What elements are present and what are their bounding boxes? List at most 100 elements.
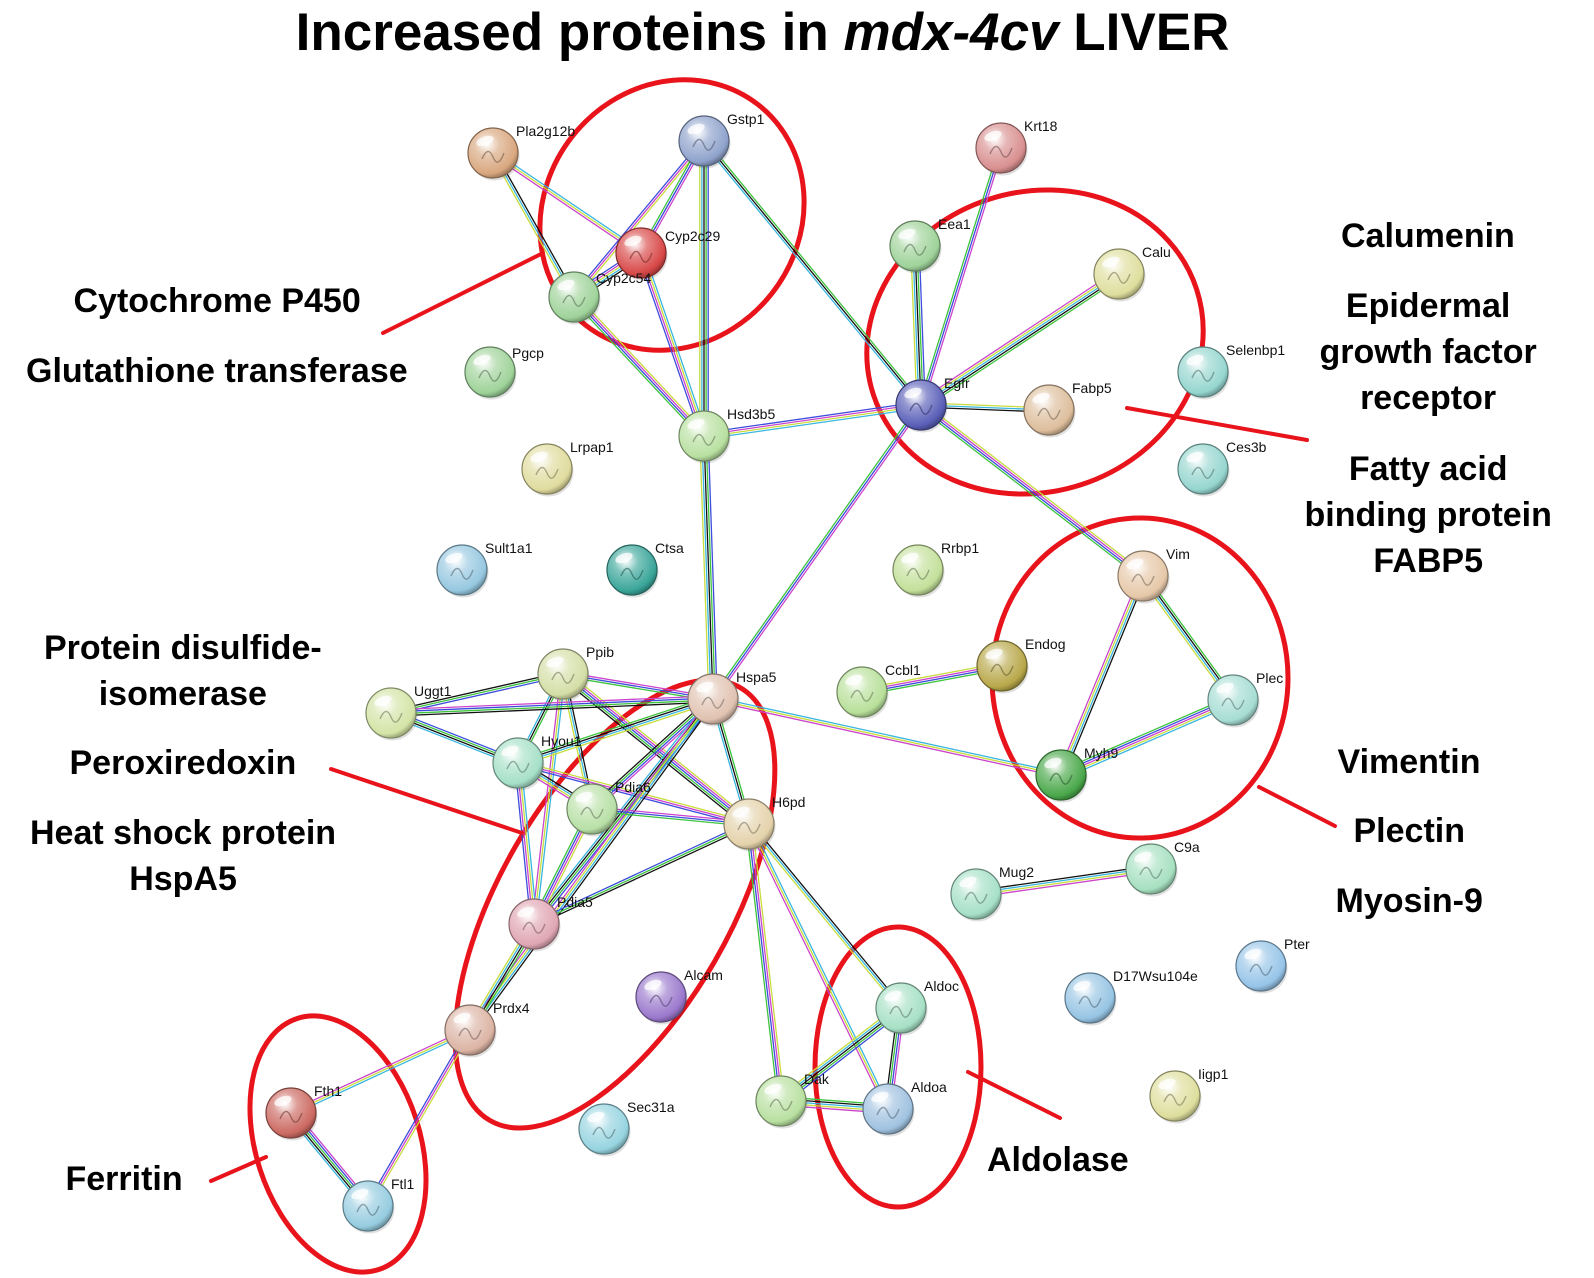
protein-node-sphere[interactable] — [678, 115, 730, 167]
protein-node-sphere[interactable] — [548, 271, 600, 323]
protein-node-sphere[interactable] — [467, 127, 519, 179]
node-label-eea1: Eea1 — [938, 216, 971, 232]
protein-node-sphere[interactable] — [1177, 443, 1229, 495]
node-fth1[interactable]: Fth1 — [265, 1083, 342, 1141]
protein-node-sphere[interactable] — [342, 1180, 394, 1232]
protein-node-sphere[interactable] — [464, 346, 516, 398]
node-ppib[interactable]: Ppib — [537, 644, 614, 702]
node-label-fabp5: Fabp5 — [1072, 380, 1112, 396]
protein-node-sphere[interactable] — [1125, 843, 1177, 895]
protein-node-sphere[interactable] — [950, 868, 1002, 920]
node-h6pd[interactable]: H6pd — [723, 794, 805, 852]
node-sult1a1[interactable]: Sult1a1 — [436, 540, 533, 598]
node-uggt1[interactable]: Uggt1 — [365, 683, 452, 741]
node-d17wsu104e[interactable]: D17Wsu104e — [1064, 968, 1198, 1026]
node-krt18[interactable]: Krt18 — [975, 118, 1058, 176]
protein-node-sphere[interactable] — [606, 544, 658, 596]
protein-node-sphere[interactable] — [1117, 550, 1169, 602]
node-ces3b[interactable]: Ces3b — [1177, 439, 1267, 497]
protein-node-sphere[interactable] — [687, 673, 739, 725]
node-vim[interactable]: Vim — [1117, 546, 1190, 604]
protein-node-sphere[interactable] — [755, 1075, 807, 1127]
annotation-pointer-line — [1125, 406, 1309, 442]
protein-node-sphere[interactable] — [678, 410, 730, 462]
protein-node-sphere[interactable] — [875, 982, 927, 1034]
protein-node-sphere[interactable] — [1177, 346, 1229, 398]
protein-node-sphere[interactable] — [892, 544, 944, 596]
protein-node-sphere[interactable] — [1035, 749, 1087, 801]
protein-node-sphere[interactable] — [521, 443, 573, 495]
node-rrbp1[interactable]: Rrbp1 — [892, 540, 979, 598]
node-selenbp1[interactable]: Selenbp1 — [1177, 342, 1285, 400]
node-cyp2c29[interactable]: Cyp2c29 — [615, 227, 720, 281]
protein-node-sphere[interactable] — [265, 1087, 317, 1139]
node-pla2g12b[interactable]: Pla2g12b — [467, 123, 575, 181]
edge-h6pd-aldoc — [746, 822, 904, 1010]
edge-gstp1-egfr — [701, 139, 924, 407]
node-endog[interactable]: Endog — [976, 636, 1065, 694]
node-hyou1[interactable]: Hyou1 — [492, 733, 582, 791]
protein-node-sphere[interactable] — [537, 648, 589, 700]
protein-node-sphere[interactable] — [862, 1083, 914, 1135]
protein-node-sphere[interactable] — [1235, 940, 1287, 992]
protein-node-sphere[interactable] — [1149, 1070, 1201, 1122]
node-calu[interactable]: Calu — [1093, 244, 1171, 302]
node-hsd3b5[interactable]: Hsd3b5 — [678, 406, 775, 464]
node-label-dak: Dak — [804, 1071, 830, 1087]
node-aldoa[interactable]: Aldoa — [862, 1079, 947, 1137]
node-pter[interactable]: Pter — [1235, 936, 1310, 994]
protein-node-sphere[interactable] — [508, 898, 560, 950]
protein-node-sphere[interactable] — [436, 544, 488, 596]
protein-node-sphere[interactable] — [1207, 674, 1259, 726]
protein-node-sphere[interactable] — [836, 666, 888, 718]
protein-node-sphere[interactable] — [723, 798, 775, 850]
node-label-mug2: Mug2 — [999, 864, 1034, 880]
node-egfr[interactable]: Egfr — [895, 375, 970, 433]
node-gstp1[interactable]: Gstp1 — [678, 111, 765, 169]
node-aldoc[interactable]: Aldoc — [875, 978, 959, 1036]
node-mug2[interactable]: Mug2 — [950, 864, 1034, 922]
node-pdia6[interactable]: Pdia6 — [566, 779, 651, 837]
protein-node-sphere[interactable] — [492, 737, 544, 789]
edge-plec-myh9 — [1059, 695, 1235, 780]
node-plec[interactable]: Plec — [1207, 670, 1283, 728]
protein-node-sphere[interactable] — [1064, 972, 1116, 1024]
protein-node-sphere[interactable] — [976, 640, 1028, 692]
protein-node-sphere[interactable] — [889, 220, 941, 272]
node-hspa5[interactable]: Hspa5 — [687, 669, 777, 727]
node-label-prdx4: Prdx4 — [493, 1000, 530, 1016]
node-ctsa[interactable]: Ctsa — [606, 540, 684, 598]
protein-node-sphere[interactable] — [578, 1103, 630, 1155]
node-cyp2c54[interactable]: Cyp2c54 — [548, 270, 651, 325]
node-eea1[interactable]: Eea1 — [889, 216, 971, 274]
protein-node-sphere[interactable] — [1023, 384, 1075, 436]
protein-node-sphere[interactable] — [566, 783, 618, 835]
node-c9a[interactable]: C9a — [1125, 839, 1200, 897]
node-iigp1[interactable]: Iigp1 — [1149, 1066, 1229, 1124]
node-sec31a[interactable]: Sec31a — [578, 1099, 675, 1157]
edge-h6pd-aldoa — [746, 822, 891, 1111]
protein-node-sphere[interactable] — [365, 687, 417, 739]
node-ccbl1[interactable]: Ccbl1 — [836, 662, 921, 720]
node-prdx4[interactable]: Prdx4 — [444, 1000, 530, 1058]
protein-node-sphere[interactable] — [895, 379, 947, 431]
node-lrpap1[interactable]: Lrpap1 — [521, 439, 614, 497]
node-label-pdia5: Pdia5 — [557, 894, 593, 910]
protein-node-sphere[interactable] — [1093, 248, 1145, 300]
protein-node-sphere[interactable] — [444, 1004, 496, 1056]
node-alcam[interactable]: Alcam — [635, 967, 723, 1025]
protein-node-sphere[interactable] — [975, 122, 1027, 174]
edge-egfr-vim — [918, 401, 1146, 580]
node-ftl1[interactable]: Ftl1 — [342, 1176, 415, 1234]
node-pgcp[interactable]: Pgcp — [464, 345, 544, 400]
node-label-gstp1: Gstp1 — [727, 111, 765, 127]
node-fabp5[interactable]: Fabp5 — [1023, 380, 1112, 438]
protein-node-sphere[interactable] — [635, 971, 687, 1023]
node-pdia5[interactable]: Pdia5 — [508, 894, 593, 952]
node-label-rrbp1: Rrbp1 — [941, 540, 979, 556]
highlight-ellipse — [452, 677, 778, 1131]
node-label-endog: Endog — [1025, 636, 1065, 652]
node-dak[interactable]: Dak — [755, 1071, 830, 1129]
node-myh9[interactable]: Myh9 — [1035, 745, 1118, 803]
